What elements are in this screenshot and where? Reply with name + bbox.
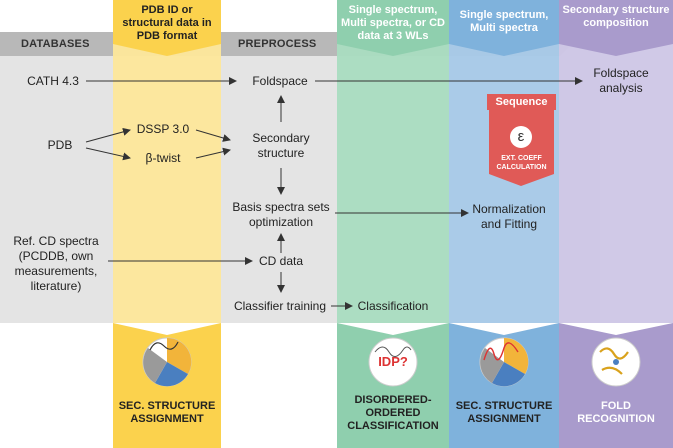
node-refcd: Ref. CD spectra (PCDDB, own measurements… <box>13 234 99 293</box>
lane-purple-header <box>559 0 673 56</box>
idp-icon <box>368 337 418 387</box>
idp-label: IDP? <box>378 354 408 369</box>
preprocess-header-shape <box>221 32 337 56</box>
node-foldspace-analysis: Foldspace analysis <box>593 66 649 95</box>
node-normalization: Normalization and Fitting <box>472 202 546 231</box>
lane-blue-header <box>449 0 559 56</box>
node-pdb: PDB <box>47 138 73 152</box>
sequence-title: Sequence <box>495 96 548 108</box>
node-classification: Classification <box>357 299 429 313</box>
lane-header-single-multi-cd: Single spectrum, Multi spectra, or CD da… <box>341 4 445 42</box>
arrow-pdb-dssp <box>85 127 131 143</box>
databases-header-shape <box>0 32 113 56</box>
preprocess-header: PREPROCESS <box>238 38 317 50</box>
node-dssp: DSSP 3.0 <box>136 122 190 136</box>
sequence-caption: EXT. COEFF CALCULATION <box>496 155 547 171</box>
node-foldspace: Foldspace <box>252 74 308 88</box>
footer-disordered: DISORDERED-ORDERED CLASSIFICATION <box>347 394 439 432</box>
arrow-btwist-secondary <box>195 147 231 159</box>
node-basis-spectra: Basis spectra sets optimization <box>232 200 330 229</box>
arrow-dssp-secondary <box>195 129 231 142</box>
footer-sec-structure-2: SEC. STRUCTURE ASSIGNMENT <box>455 400 553 425</box>
lane-header-single-multi: Single spectrum, Multi spectra <box>459 9 549 34</box>
footer-sec-structure-1: SEC. STRUCTURE ASSIGNMENT <box>118 400 216 425</box>
epsilon-icon <box>510 126 532 148</box>
databases-header: DATABASES <box>21 38 90 50</box>
lane-yellow-header <box>113 0 221 56</box>
lane-header-pdb: PDB ID or structural data in PDB format <box>122 4 212 42</box>
node-cd-data: CD data <box>258 254 304 268</box>
lane-green-header <box>337 0 449 56</box>
node-secondary-structure: Secondary structure <box>252 131 310 160</box>
lane-header-secondary: Secondary structure composition <box>562 4 670 29</box>
arrow-pdb-btwist <box>85 147 131 161</box>
footer-fold-recognition: FOLD RECOGNITION <box>577 400 655 425</box>
node-cath: CATH 4.3 <box>27 74 79 88</box>
node-classifier-training: Classifier training <box>233 299 327 313</box>
node-btwist: β-twist <box>145 151 181 165</box>
epsilon-symbol: ε <box>517 128 525 145</box>
